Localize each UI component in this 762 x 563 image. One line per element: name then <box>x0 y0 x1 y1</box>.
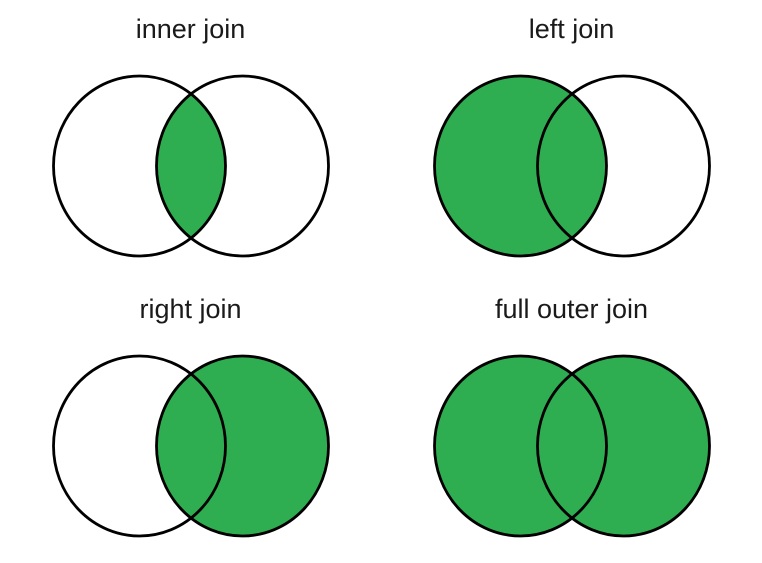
right-circle-outline <box>154 354 330 538</box>
intersection-fill <box>537 76 606 256</box>
intersection-fill <box>537 356 606 536</box>
venn-diagram-left-join <box>432 74 711 258</box>
panel-inner-join: inner join <box>0 0 381 280</box>
panel-title-inner-join: inner join <box>135 14 246 44</box>
panel-left-join: left join <box>381 0 762 280</box>
panel-title-left-join: left join <box>528 14 615 44</box>
venn-diagram-right-join <box>51 354 330 538</box>
panel-title-full-outer-join: full outer join <box>494 294 649 324</box>
panel-full-outer-join: full outer join <box>381 280 762 563</box>
intersection-fill <box>156 356 225 536</box>
right-circle-outline <box>535 354 711 538</box>
intersection-fill <box>156 76 225 256</box>
venn-diagram-full-outer-join <box>432 354 711 538</box>
right-circle-outline <box>154 74 330 258</box>
left-circle-outline <box>432 74 608 258</box>
panel-title-right-join: right join <box>139 294 242 324</box>
left-circle-outline <box>51 74 227 258</box>
left-circle-outline <box>51 354 227 538</box>
right-circle-outline <box>535 74 711 258</box>
panel-right-join: right join <box>0 280 381 563</box>
left-circle-outline <box>432 354 608 538</box>
venn-diagram-inner-join <box>51 74 330 258</box>
